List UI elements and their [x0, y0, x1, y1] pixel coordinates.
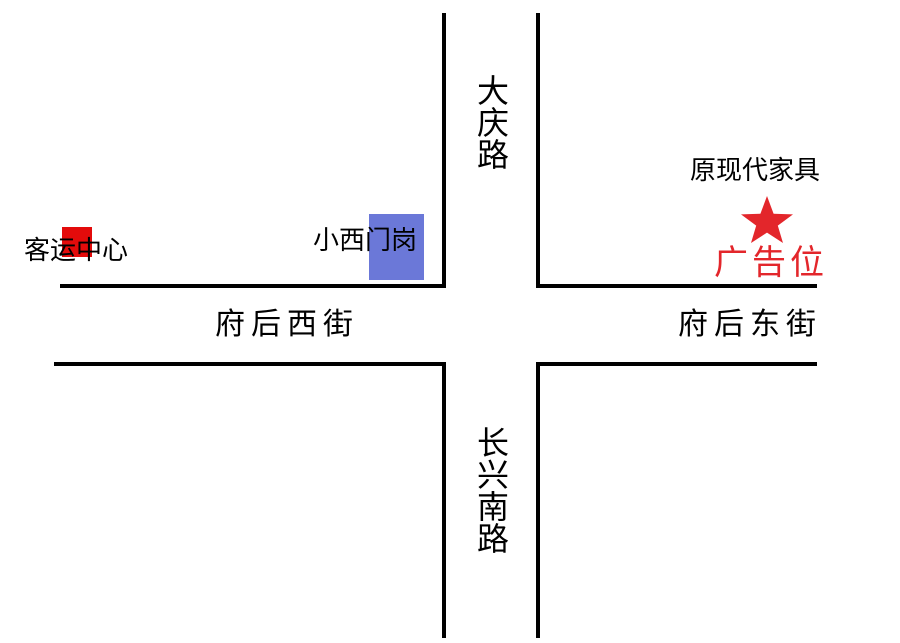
xiaoximen-gate-label: 小西门岗: [313, 226, 418, 256]
passenger-center-marker: [62, 227, 92, 257]
road-label-east: 府后东街: [678, 307, 822, 342]
road-label-west: 府后西街: [215, 307, 359, 342]
xiaoximen-gate-marker: [369, 214, 424, 280]
furniture-store-label: 原现代家具: [690, 156, 821, 186]
passenger-center-label: 客运中心: [24, 236, 129, 266]
ad-spot-label: 广告位: [714, 243, 828, 283]
star-icon-shape: [741, 196, 793, 243]
star-icon: [741, 196, 793, 243]
road-label-south: 长兴南路: [472, 426, 510, 554]
road-label-north: 大庆路: [472, 74, 510, 170]
